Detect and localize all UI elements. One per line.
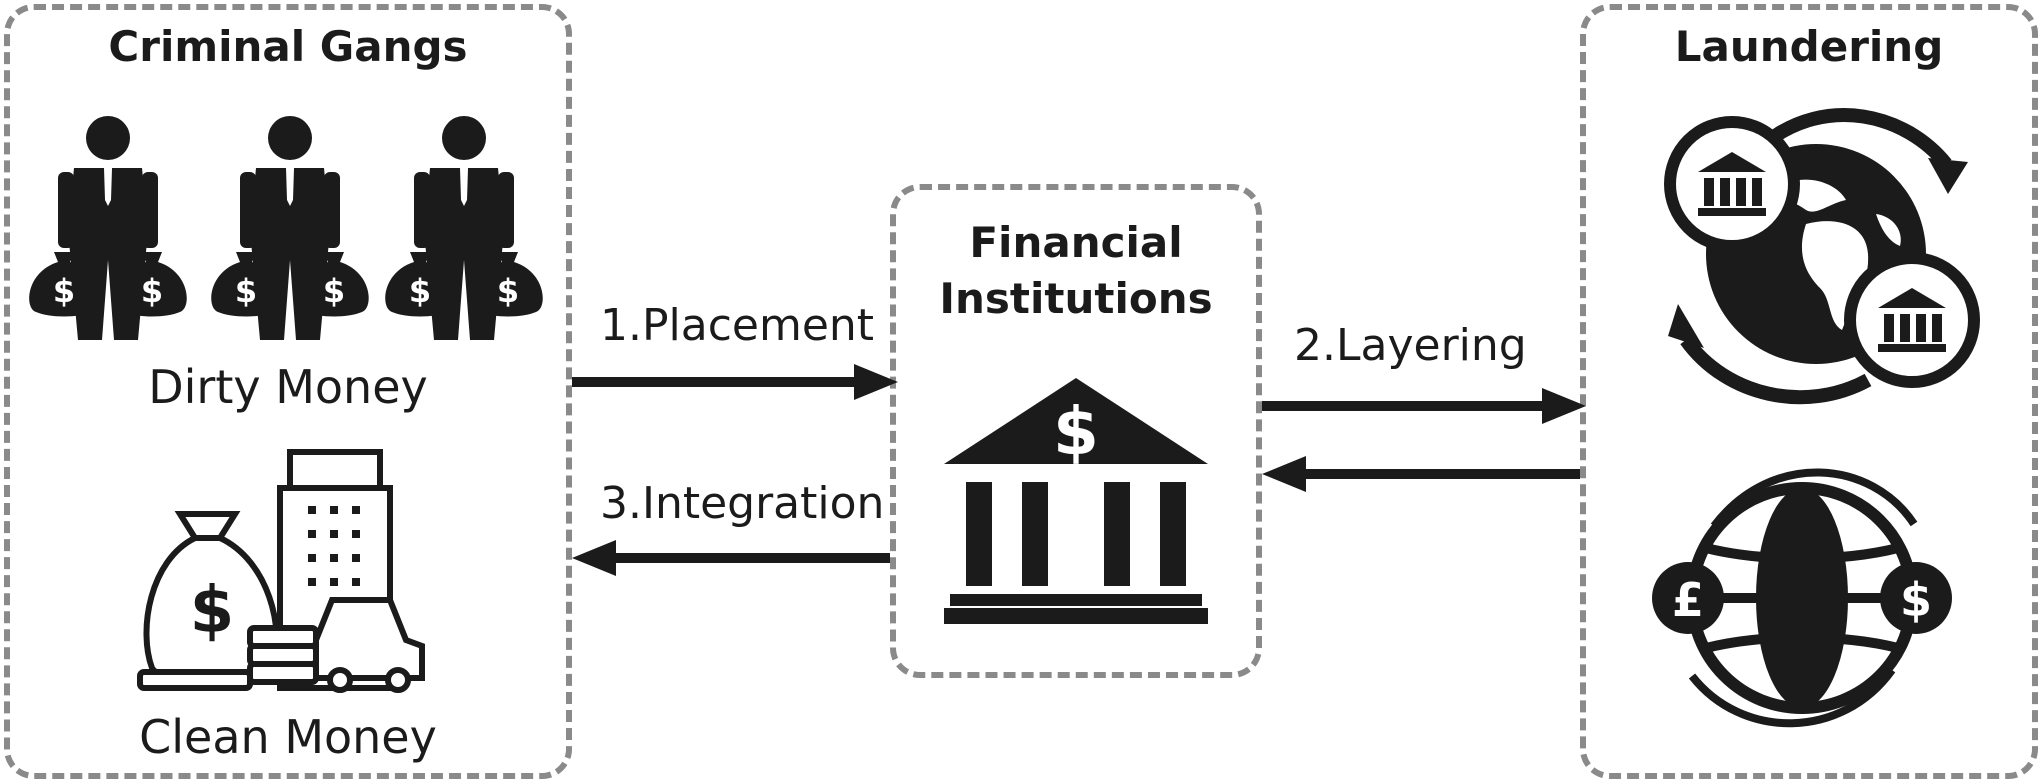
building-windows: [308, 506, 360, 586]
layering-arrow-out: [1262, 388, 1586, 424]
dirty-money-label: Dirty Money: [148, 360, 428, 414]
dollar-sign: $: [53, 272, 75, 310]
money-bag-icon: $: [473, 252, 543, 317]
dollar-sign: $: [323, 272, 345, 310]
placement-arrow: [572, 364, 898, 400]
clean-money-label: Clean Money: [139, 710, 437, 764]
integration-label: 3.Integration: [600, 478, 885, 529]
bank-circle-1: [1664, 116, 1800, 252]
laundering-title: Laundering: [1674, 22, 1944, 71]
bank-icon: $: [944, 378, 1208, 624]
financial-institutions-box: [890, 184, 1262, 678]
money-bag-icon: $: [211, 252, 281, 317]
layering-label: 2.Layering: [1294, 320, 1527, 371]
gangster-icon: $$: [29, 116, 187, 340]
clean-money-icon: $: [137, 449, 425, 693]
global-bank-cycle-icon: [1664, 108, 1980, 405]
integration-arrow: [572, 540, 890, 576]
placement-label: 1.Placement: [600, 300, 875, 351]
gangster-icon: $$: [211, 116, 369, 340]
bank-dollar-sign: $: [1053, 393, 1099, 470]
layering-arrow-back: [1262, 456, 1580, 492]
money-bag-icon: $: [29, 252, 99, 317]
gangster-icon: $$: [385, 116, 543, 340]
dollar-sign: $: [141, 272, 163, 310]
bag-dollar-sign: $: [190, 574, 235, 648]
financial-institutions-title-line1: Financial: [969, 218, 1183, 267]
money-bag-icon: $: [117, 252, 187, 317]
laundering-box: [1580, 4, 2038, 779]
dollar-sign: $: [497, 272, 519, 310]
dollar-sign: $: [409, 272, 431, 310]
criminal-gangs-title: Criminal Gangs: [108, 22, 468, 71]
pound-sign: £: [1672, 573, 1704, 627]
money-bag-icon: $: [299, 252, 369, 317]
money-bag-icon: [143, 511, 280, 685]
currency-exchange-globe-icon: £ $: [1652, 468, 1952, 728]
financial-institutions-title-line2: Institutions: [939, 274, 1213, 323]
money-bag-icon: $: [385, 252, 455, 317]
bank-circle-2: [1844, 252, 1980, 388]
dollar-sign: $: [235, 272, 257, 310]
criminal-gangs-box: [4, 4, 572, 779]
gangsters-group: $$$$$$: [29, 116, 543, 340]
exchange-dollar-sign: $: [1900, 573, 1932, 627]
car-icon: [313, 597, 425, 693]
